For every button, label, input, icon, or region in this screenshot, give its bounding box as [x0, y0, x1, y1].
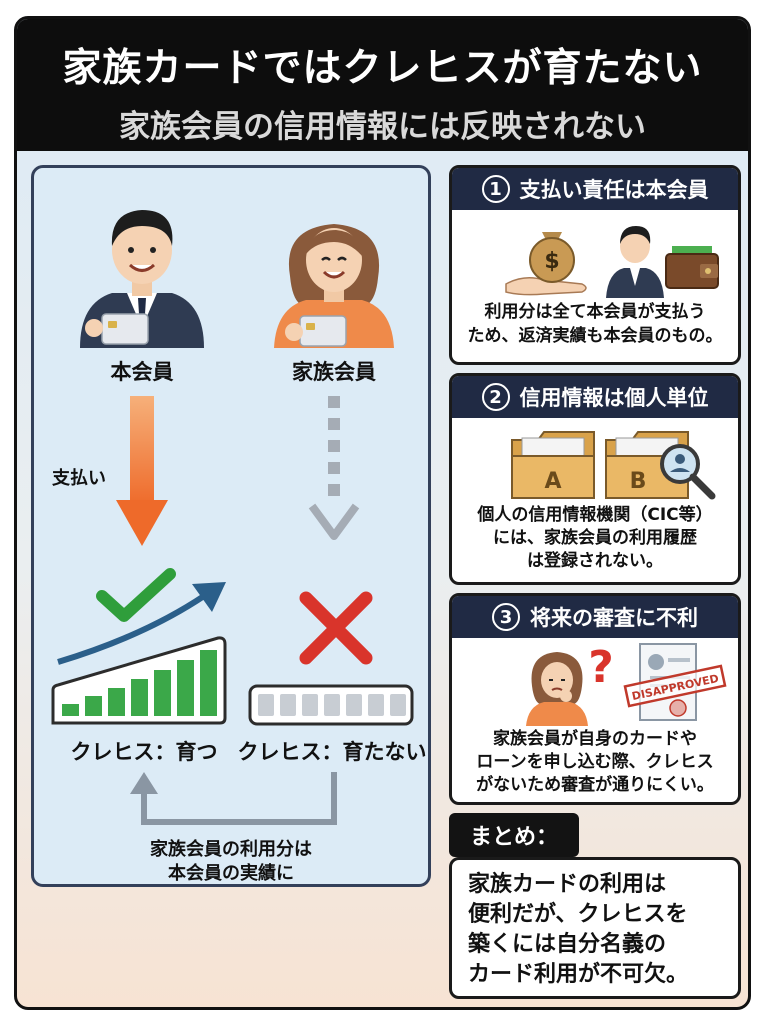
summary-line-4: カード利用が不可欠。 [468, 962, 689, 987]
businessman-icon [606, 226, 664, 298]
summary-box: 家族カードの利用は 便利だが、クレヒスを 築くには自分名義の カード利用が不可欠… [449, 857, 741, 999]
return-arrow-icon [130, 772, 337, 825]
worried-woman-icon [526, 652, 588, 726]
card-3-body: 家族会員が自身のカードや ローンを申し込む際、クレヒス がないため審査が通りにく… [452, 728, 738, 797]
card-2-number: 2 [481, 383, 510, 411]
cred-grows-label: クレヒス：育つ [70, 740, 218, 764]
note-line-2: 本会員の実績に [168, 863, 294, 884]
card-1-illustration: $ [452, 210, 738, 300]
card-1-body: 利用分は全て本会員が支払う ため、返済実績も本会員のもの。 [452, 300, 738, 348]
folder-a-letter: A [544, 469, 561, 494]
header: 家族カードではクレヒスが育たない 家族会員の信用情報には反映されない [17, 19, 748, 151]
summary-line-2: 便利だが、クレヒスを [468, 902, 688, 927]
card-payment-responsibility: 1 支払い責任は本会員 $ 利用分は全 [449, 165, 741, 365]
folder-b-icon: B [605, 431, 716, 500]
document-icon: DISAPPROVED [623, 643, 727, 721]
card-2-body: 個人の信用情報機関（CIC等） には、家族会員の利用履歴 は登録されない。 [452, 504, 738, 573]
card-2-line-3: は登録されない。 [527, 551, 663, 571]
summary-line-1: 家族カードの利用は [468, 872, 667, 897]
payment-label: 支払い [52, 468, 106, 489]
payment-arrow-icon [116, 396, 168, 546]
folder-b-letter: B [630, 469, 647, 494]
card-2-line-2: には、家族会員の利用履歴 [493, 528, 697, 548]
card-3-illustration: ? DISAPPROVED [452, 638, 738, 728]
svg-text:$: $ [544, 249, 559, 274]
card-2-header: 2 信用情報は個人単位 [452, 376, 738, 418]
card-1-line-1: 利用分は全て本会員が支払う [484, 302, 706, 322]
folder-a-icon: A [511, 431, 595, 499]
card-1-header: 1 支払い責任は本会員 [452, 168, 738, 210]
note-line-1: 家族会員の利用分は [150, 839, 312, 860]
card-3-line-3: がないため審査が通りにくい。 [476, 775, 714, 795]
wallet-icon [665, 246, 719, 289]
card-3-header: 3 将来の審査に不利 [452, 596, 738, 638]
family-member-label: 家族会員 [292, 360, 376, 384]
comparison-panel: 本会員 家族会員 支払い [31, 165, 431, 887]
summary-line-3: 築くには自分名義の [468, 932, 667, 957]
card-future-screening: 3 将来の審査に不利 ? [449, 593, 741, 805]
money-bag-icon: $ [505, 232, 587, 296]
svg-text:?: ? [588, 642, 614, 692]
infographic-frame: 家族カードではクレヒスが育たない 家族会員の信用情報には反映されない [14, 16, 751, 1010]
check-icon [96, 568, 176, 622]
card-3-number: 3 [492, 603, 520, 631]
card-2-title: 信用情報は個人単位 [519, 386, 709, 410]
growth-bars-icon [51, 636, 227, 725]
main-member-label: 本会員 [110, 360, 174, 384]
summary-title: まとめ： [449, 813, 579, 857]
card-2-line-1: 個人の信用情報機関（CIC等） [477, 505, 713, 525]
card-1-line-2: ため、返済実績も本会員のもの。 [467, 326, 723, 346]
empty-bars-icon [248, 684, 414, 726]
person-main-icon [80, 210, 204, 348]
cross-icon [299, 591, 373, 665]
card-1-title: 支払い責任は本会員 [519, 178, 709, 202]
card-1-number: 1 [481, 175, 510, 203]
growth-arrow-icon [57, 582, 226, 665]
person-family-icon [274, 224, 394, 348]
note-text: 家族会員の利用分は 本会員の実績に [34, 838, 428, 886]
card-credit-info-individual: 2 信用情報は個人単位 A B 個人の信用情報機関（CIC等） [449, 373, 741, 585]
page-subtitle: 家族会員の信用情報には反映されない [119, 109, 646, 145]
card-3-title: 将来の審査に不利 [530, 606, 698, 630]
cred-not-grow-label: クレヒス：育たない [237, 740, 427, 764]
dashed-arrow-icon [308, 396, 360, 540]
card-3-line-2: ローンを申し込む際、クレヒス [476, 752, 714, 772]
card-3-line-1: 家族会員が自身のカードや [493, 729, 697, 749]
card-2-illustration: A B [452, 418, 738, 504]
question-icon: ? [588, 642, 614, 692]
page-title: 家族カードではクレヒスが育たない [62, 46, 703, 91]
